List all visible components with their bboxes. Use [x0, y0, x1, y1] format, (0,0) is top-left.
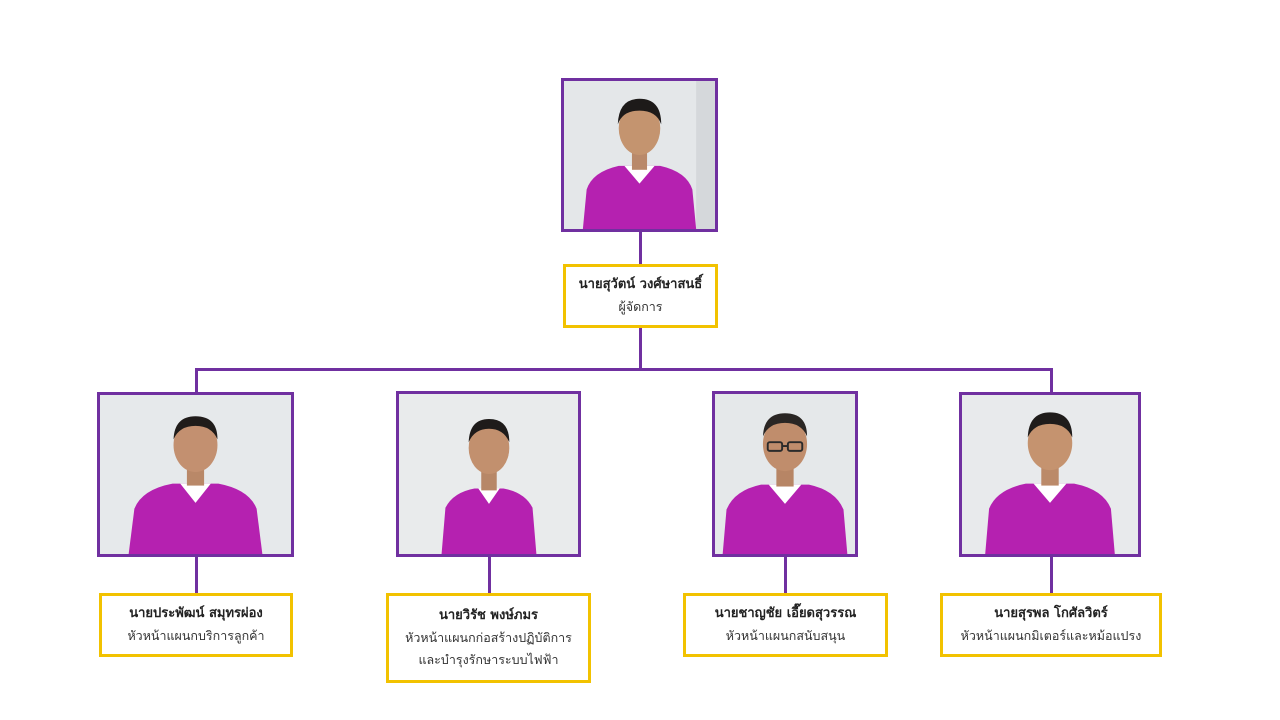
staff-name-3: นายชาญชัย เอี๊ยดสุวรรณ	[714, 606, 857, 621]
staff-photo-4	[959, 392, 1141, 557]
connector-photo-label-3	[784, 555, 787, 595]
staff-photo-3	[712, 391, 858, 557]
staff-name-4: นายสุรพล โกศัลวิตร์	[994, 606, 1108, 621]
connector-manager-photo-to-label	[639, 230, 642, 266]
person-portrait-icon	[962, 395, 1138, 554]
staff-label-box-4: นายสุรพล โกศัลวิตร์ หัวหน้าแผนกมิเตอร์แล…	[940, 593, 1162, 657]
staff-title-2-line-1: หัวหน้าแผนกก่อสร้างปฏิบัติการ	[405, 630, 572, 645]
manager-name: นายสุวัตน์ วงศ์ษาสนธิ์	[578, 277, 703, 292]
staff-name-2: นายวิรัช พงษ์ภมร	[438, 608, 539, 623]
connector-drop-4	[1050, 368, 1053, 394]
manager-title: ผู้จัดการ	[618, 299, 663, 314]
connector-horizontal-bar	[195, 368, 1053, 371]
staff-label-box-1: นายประพัฒน์ สมุทรผ่อง หัวหน้าแผนกบริการล…	[99, 593, 293, 657]
connector-manager-trunk	[639, 326, 642, 370]
person-portrait-icon	[715, 394, 855, 554]
staff-label-box-3: นายชาญชัย เอี๊ยดสุวรรณ หัวหน้าแผนกสนับสน…	[683, 593, 888, 657]
person-portrait-icon	[564, 81, 715, 229]
connector-photo-label-2	[488, 555, 491, 595]
staff-title-4: หัวหน้าแผนกมิเตอร์และหม้อแปรง	[960, 628, 1142, 643]
staff-name-1: นายประพัฒน์ สมุทรผ่อง	[129, 606, 263, 621]
staff-title-2-line-2: และบำรุงรักษาระบบไฟฟ้า	[418, 652, 559, 667]
connector-photo-label-4	[1050, 555, 1053, 595]
staff-photo-2	[396, 391, 581, 557]
person-portrait-icon	[100, 395, 291, 554]
staff-photo-1	[97, 392, 294, 557]
manager-photo	[561, 78, 718, 232]
connector-drop-1	[195, 368, 198, 394]
connector-photo-label-1	[195, 555, 198, 595]
staff-label-box-2: นายวิรัช พงษ์ภมร หัวหน้าแผนกก่อสร้างปฏิบ…	[386, 593, 591, 683]
manager-label-box: นายสุวัตน์ วงศ์ษาสนธิ์ ผู้จัดการ	[563, 264, 718, 328]
staff-title-1: หัวหน้าแผนกบริการลูกค้า	[127, 628, 265, 643]
staff-title-3: หัวหน้าแผนกสนับสนุน	[725, 628, 846, 643]
person-portrait-icon	[399, 394, 578, 554]
